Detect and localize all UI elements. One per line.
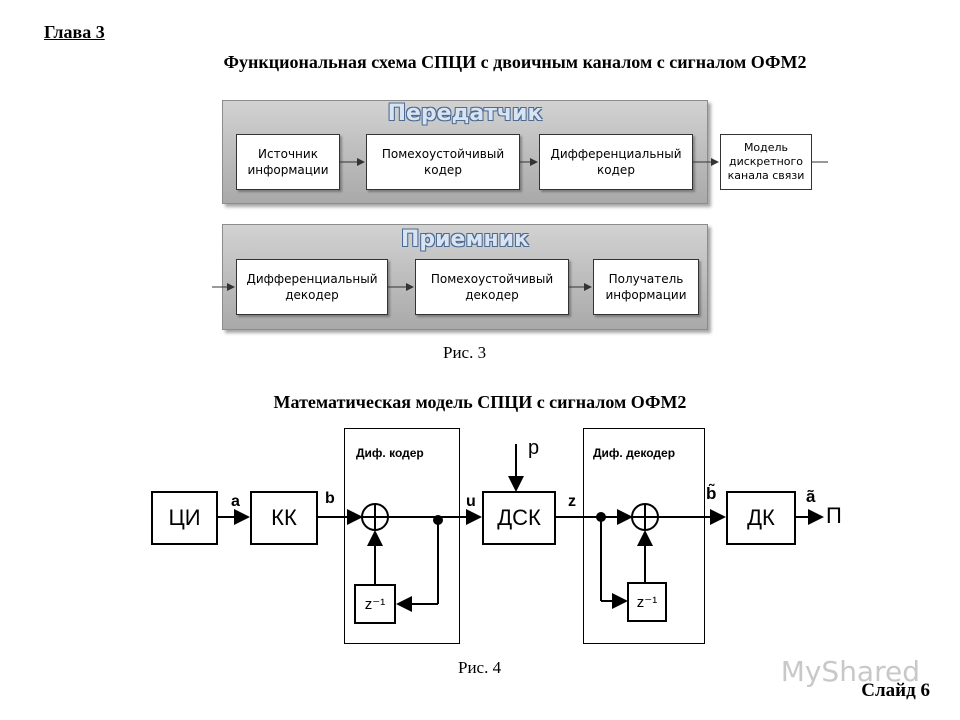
diff-decoder-frame (583, 428, 705, 644)
figure3-caption: Рис. 3 (443, 343, 487, 362)
figure3-title: Функциональная схема СПЦИ с двоичным кан… (223, 52, 807, 72)
junction-decoder (596, 512, 606, 522)
signal-b-tilde-label: b̃ (706, 484, 717, 503)
sink-block: Получатель информации (593, 259, 699, 315)
junction-coder (433, 515, 443, 525)
signal-z-label: z (568, 493, 576, 510)
signal-b-label: b (325, 490, 335, 507)
delay-block-decoder: z⁻¹ (627, 582, 667, 622)
source-block: Источник информации (236, 134, 340, 190)
delay-block-coder: z⁻¹ (354, 584, 396, 624)
kk-block: КК (250, 491, 318, 545)
receiver-title: Приемник (400, 227, 530, 252)
diff-coder-frame-title: Диф. кодер (356, 446, 424, 460)
diff-decoder-frame-title: Диф. декодер (593, 446, 676, 460)
channel-model-block: Модель дискретного канала связи (720, 134, 812, 190)
signal-a-hat-label: ã (806, 487, 816, 506)
dk-block: ДК (726, 491, 796, 545)
transmitter-title: Передатчик (387, 101, 543, 126)
figure4-title: Математическая модель СПЦИ с сигналом ОФ… (273, 392, 687, 412)
figure4-caption: Рис. 4 (458, 658, 502, 677)
fec-decoder-block: Помехоустойчивый декодер (415, 259, 569, 315)
dsk-block: ДСК (482, 491, 556, 545)
output-label: П (826, 503, 842, 528)
chapter-label: Глава 3 (44, 22, 105, 42)
diff-decoder-block: Дифференциальный декодер (236, 259, 388, 315)
ci-block: ЦИ (151, 491, 218, 545)
signal-p-label: p (528, 437, 540, 459)
diff-coder-block: Дифференциальный кодер (539, 134, 693, 190)
watermark-logo: MyShared (780, 655, 920, 688)
fec-coder-block: Помехоустойчивый кодер (366, 134, 520, 190)
slide-number: Слайд 6 (861, 680, 930, 701)
signal-a-label: a (231, 493, 240, 510)
signal-u-label: u (466, 493, 476, 510)
diff-coder-frame (344, 428, 460, 644)
